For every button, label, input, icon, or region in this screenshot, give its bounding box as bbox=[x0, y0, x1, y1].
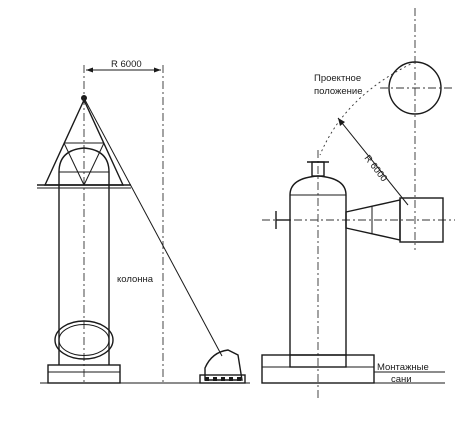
radius-label-right: R 6000 bbox=[362, 153, 390, 184]
right-view: Проектное положение R 6000 Монтаж bbox=[261, 8, 455, 398]
guy-rope bbox=[83, 97, 223, 357]
frame-brace-left bbox=[63, 142, 85, 186]
design-position-label-2: положение bbox=[314, 86, 363, 97]
manway-circle bbox=[54, 320, 114, 360]
frame-brace-right bbox=[83, 142, 105, 186]
dimension-arrow-left bbox=[86, 67, 93, 73]
column-body bbox=[58, 147, 110, 365]
base-skirt bbox=[289, 354, 347, 368]
column-body-right bbox=[289, 175, 347, 355]
side-nozzle-box bbox=[399, 197, 444, 243]
anchor-sled bbox=[199, 374, 246, 384]
anchor-block bbox=[204, 349, 243, 381]
anchor-sled-rollers bbox=[205, 377, 241, 381]
manway-circle-inner bbox=[58, 324, 110, 356]
radius-arrow bbox=[338, 118, 345, 126]
swing-arc bbox=[319, 61, 416, 156]
dimension-arrow-right bbox=[154, 67, 161, 73]
design-position-label-1: Проектное bbox=[314, 73, 361, 84]
radius-line bbox=[337, 117, 409, 206]
sled-label-1: Монтажные bbox=[377, 362, 429, 373]
radius-label-left: R 6000 bbox=[111, 59, 142, 70]
sled-label-2: сани bbox=[391, 374, 412, 385]
left-view: R 6000 колонна bbox=[37, 59, 250, 385]
column-label: колонна bbox=[117, 274, 154, 285]
